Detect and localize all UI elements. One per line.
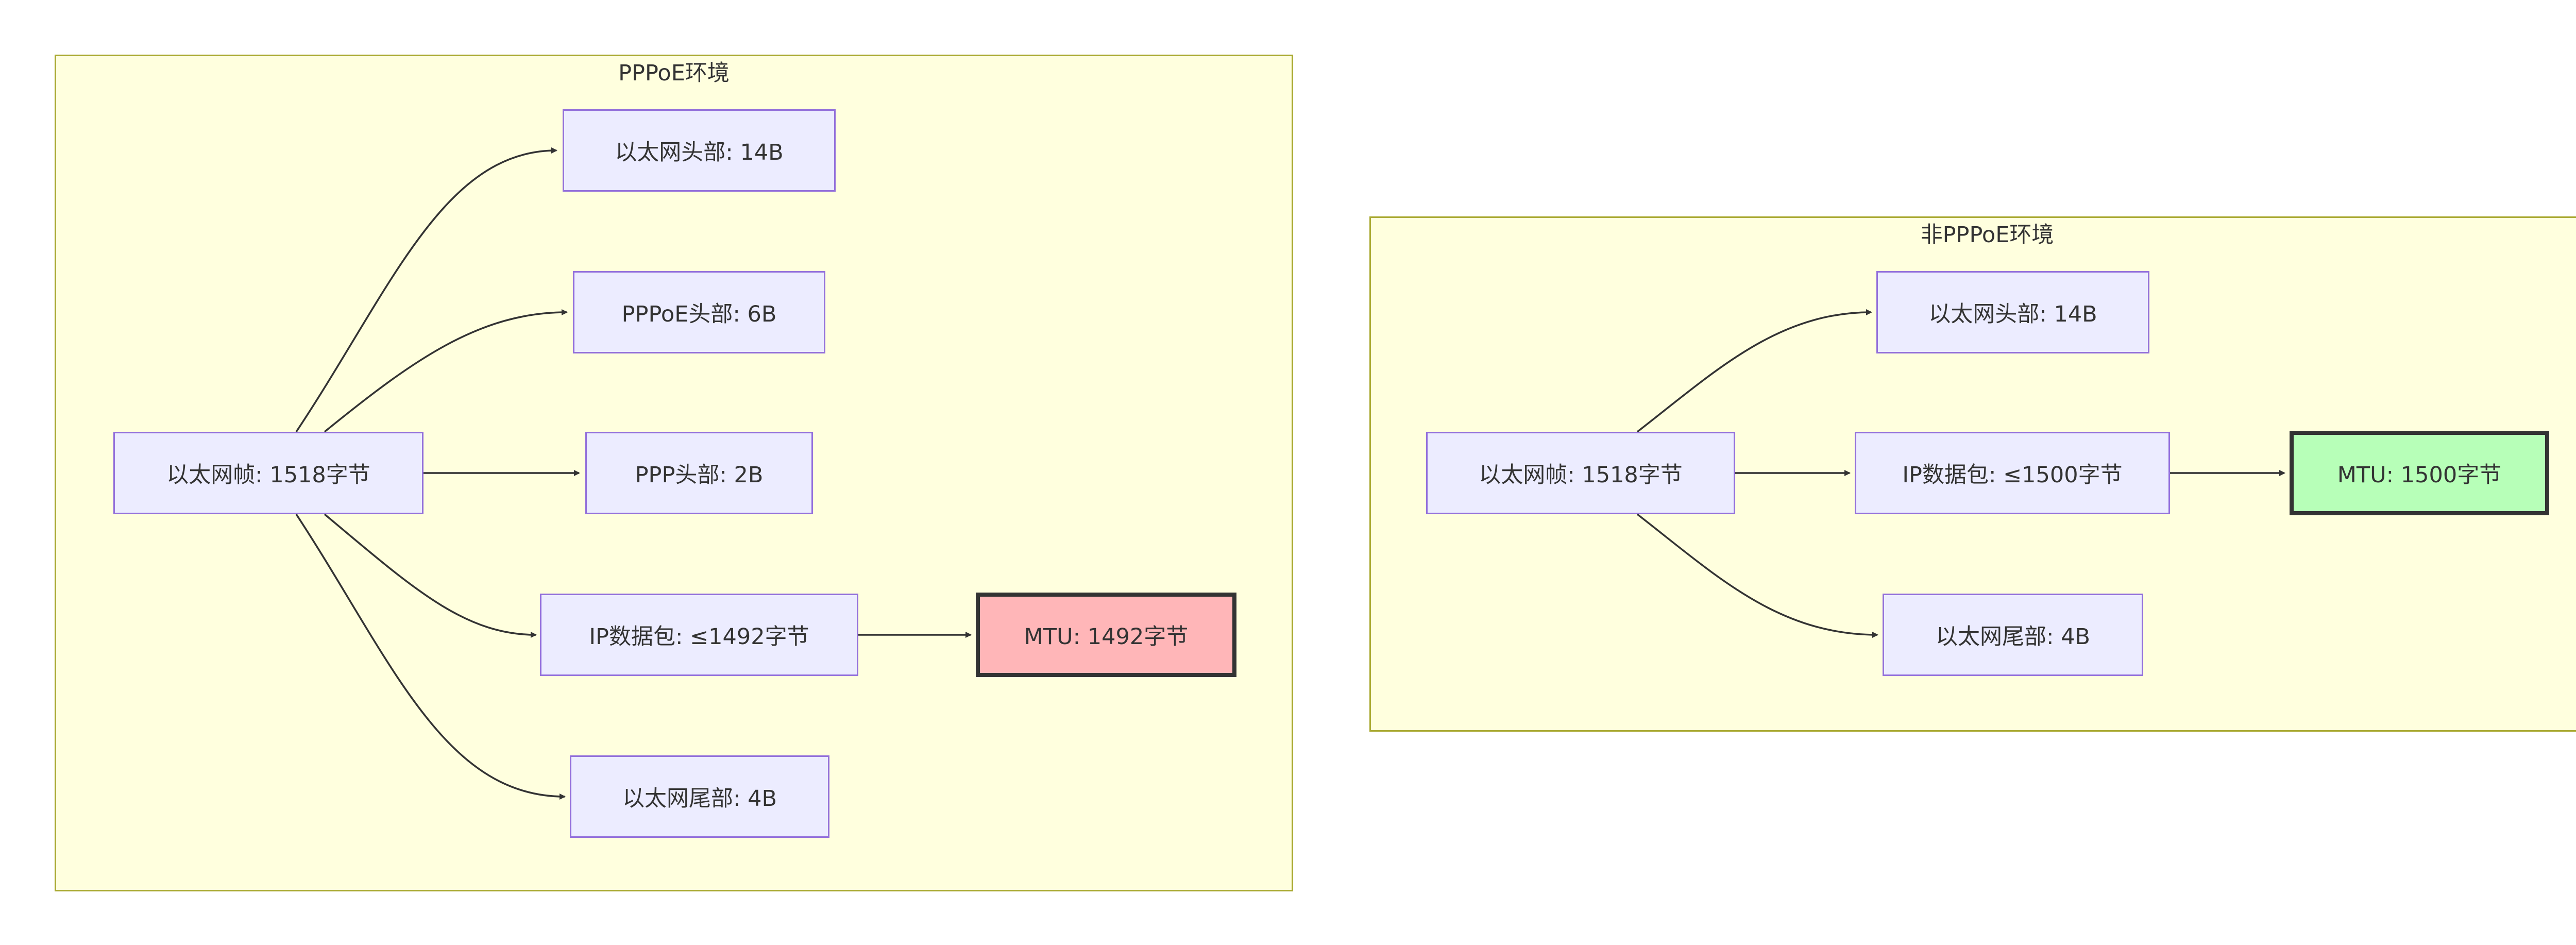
node-normal-ethernet-trailer: 以太网尾部: 4B [1883,594,2143,676]
node-pppoe-ethernet-trailer: 以太网尾部: 4B [570,755,829,838]
edge-pppoe-frame-to-pppoe-header [324,309,568,433]
node-normal-mtu: MTU: 1500字节 [2290,431,2549,515]
edge-pppoe-frame-to-ip-packet [324,513,537,638]
cluster-pppoe-title: PPPoE环境 [618,60,730,86]
node-normal-ethernet-frame: 以太网帧: 1518字节 [1426,432,1735,514]
cluster-normal-title: 非PPPoE环境 [1920,222,2054,248]
node-normal-ethernet-header: 以太网头部: 14B [1876,271,2149,353]
node-normal-ip-packet: IP数据包: ≤1500字节 [1855,432,2170,514]
node-pppoe-pppoe-header: PPPoE头部: 6B [573,271,825,353]
node-pppoe-mtu: MTU: 1492字节 [976,593,1236,677]
edge-pppoe-frame-to-eth-trailer [295,514,566,800]
node-pppoe-ip-packet: IP数据包: ≤1492字节 [540,594,858,676]
node-pppoe-ethernet-header: 以太网头部: 14B [563,109,836,192]
edge-pppoe-frame-to-eth-header [295,147,557,432]
edge-normal-frame-to-eth-trailer [1636,513,1878,638]
node-pppoe-ppp-header: PPP头部: 2B [585,432,813,514]
node-pppoe-ethernet-frame: 以太网帧: 1518字节 [113,432,423,514]
edge-normal-frame-to-eth-header [1636,309,1872,433]
